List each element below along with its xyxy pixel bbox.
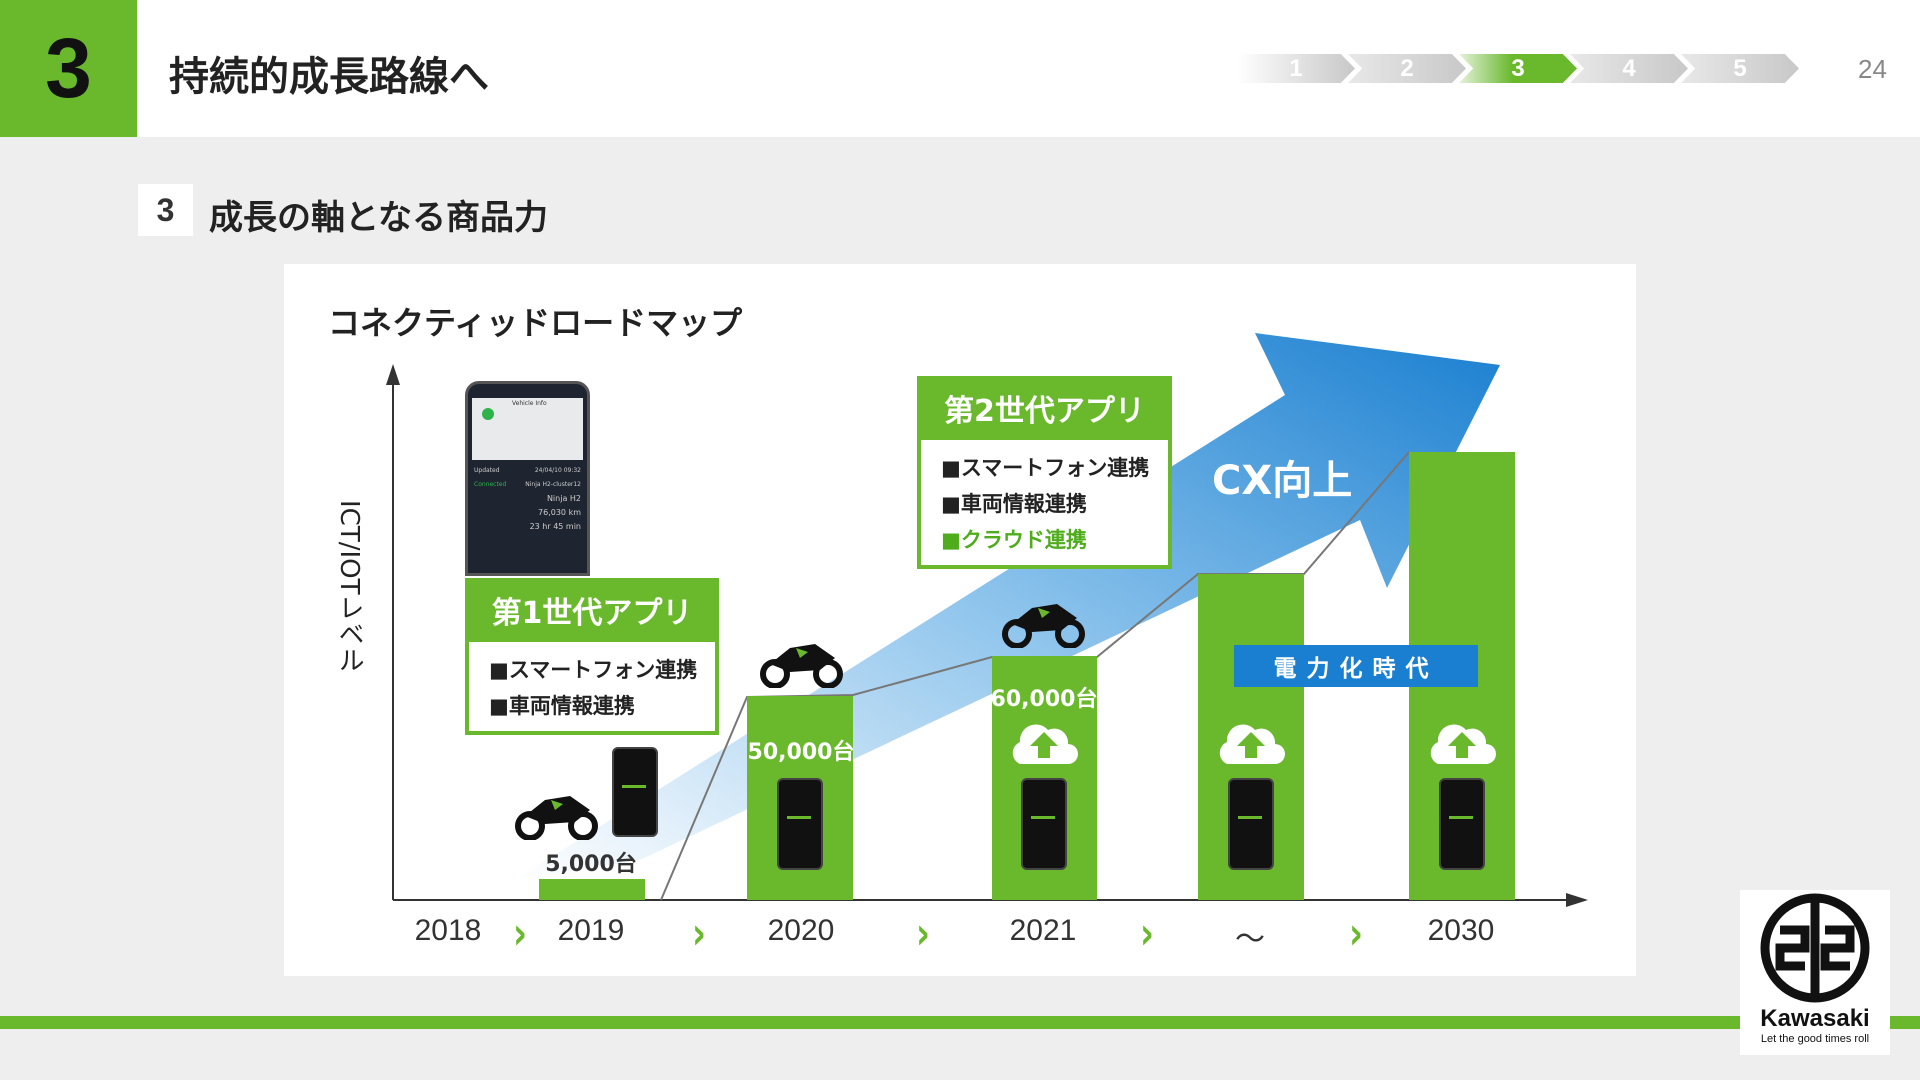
subsection-title: 成長の軸となる商品力: [209, 198, 548, 238]
phone-icon: [777, 778, 823, 870]
chevron-right-icon: ›: [1139, 908, 1155, 960]
gen2-title: 第2世代アプリ: [921, 380, 1168, 440]
screen-header: Vehicle Info: [512, 400, 547, 407]
gen2-item: ■クラウド連携: [941, 528, 1087, 552]
y-axis-arrowhead: [386, 364, 400, 385]
brand-tagline: Let the good times roll: [1760, 1033, 1870, 1045]
motorcycle-icon: [1002, 604, 1085, 648]
roadmap-title: コネクティッドロードマップ: [328, 304, 743, 342]
count-2020: 50,000台: [747, 740, 855, 765]
chevron-right-icon: ›: [691, 908, 707, 960]
step-2: 2: [1348, 54, 1466, 83]
kawasaki-logo: Kawasaki Let the good times roll: [1740, 890, 1890, 1055]
app-phone-screenshot: Vehicle Info Updated 24/04/10 09:32 Conn…: [465, 381, 590, 576]
era-label: 電力化時代: [1234, 645, 1478, 687]
cloud-upload-icon: [1012, 724, 1078, 764]
count-2021: 60,000台: [990, 687, 1098, 712]
y-axis-label: ICT/IOTレベル: [334, 500, 364, 673]
year-label: 2020: [767, 914, 835, 947]
bar-2019: [539, 879, 645, 900]
time-value: 23 hr 45 min: [529, 522, 581, 531]
gen2-item: ■車両情報連携: [941, 492, 1087, 516]
phone-icon: [1439, 778, 1485, 870]
gen2-item: ■スマートフォン連携: [941, 456, 1150, 480]
cloud-upload-icon: [1430, 724, 1496, 764]
gen2-app-box: 第2世代アプリ ■スマートフォン連携 ■車両情報連携 ■クラウド連携: [917, 376, 1172, 569]
odometer-value: 76,030 km: [538, 508, 581, 517]
year-label: 〜: [1235, 923, 1265, 956]
step-3: 3: [1459, 54, 1577, 83]
step-5: 5: [1681, 54, 1799, 83]
section-number: 3: [0, 0, 137, 137]
year-label: 2018: [414, 914, 482, 947]
page-number: 24: [1858, 54, 1887, 84]
status-label: Connected: [474, 481, 507, 488]
footer-green-line: [0, 1016, 1920, 1029]
gen1-title: 第1世代アプリ: [469, 582, 715, 642]
chevron-right-icon: ›: [512, 908, 528, 960]
year-label: 2019: [557, 914, 625, 947]
model-value: Ninja H2: [546, 494, 581, 503]
chevron-right-icon: ›: [915, 908, 931, 960]
step-4: 4: [1570, 54, 1688, 83]
gen1-item: ■スマートフォン連携: [489, 658, 698, 682]
gen1-item: ■車両情報連携: [489, 694, 635, 718]
kawasaki-emblem-icon: [1760, 893, 1870, 1003]
subsection-number: 3: [138, 184, 193, 236]
vehicle-id: Ninja H2-cluster12: [525, 481, 581, 488]
arrow-label: CX向上: [1212, 458, 1353, 504]
step-1: 1: [1237, 54, 1355, 83]
motorcycle-icon: [760, 644, 843, 688]
phone-icon: [1021, 778, 1067, 870]
brand-name: Kawasaki: [1760, 1005, 1870, 1032]
chevron-right-icon: ›: [1348, 908, 1364, 960]
updated-label: Updated: [474, 467, 500, 474]
gen1-app-box: 第1世代アプリ ■スマートフォン連携 ■車両情報連携: [465, 578, 719, 735]
year-label: 2030: [1427, 914, 1495, 947]
page-title: 持続的成長路線へ: [169, 54, 489, 100]
motorcycle-icon: [515, 796, 598, 840]
phone-icon: [1228, 778, 1274, 870]
count-2019: 5,000台: [545, 852, 637, 877]
x-axis-arrowhead: [1566, 893, 1588, 907]
cloud-upload-icon: [1219, 724, 1285, 764]
updated-date: 24/04/10 09:32: [534, 467, 581, 474]
year-label: 2021: [1009, 914, 1077, 947]
map-pin-icon: [482, 408, 494, 420]
phone-icon: [612, 747, 658, 837]
